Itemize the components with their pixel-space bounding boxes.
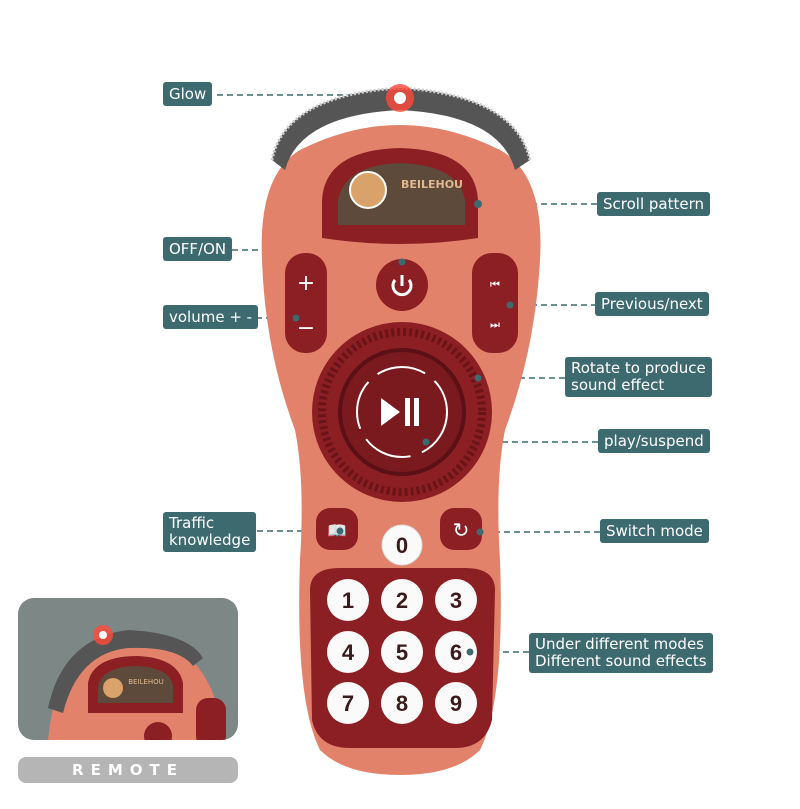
label-switch-mode: Switch mode <box>600 519 709 543</box>
play-pause-icon <box>381 398 419 426</box>
inset-caption: REMOTE CONTROL <box>18 757 238 805</box>
label-modes-line2: Different sound effects <box>535 652 707 670</box>
volume-down-label: − <box>297 316 315 341</box>
key-6[interactable] <box>435 631 477 673</box>
key-2[interactable] <box>381 579 423 621</box>
key-1[interactable] <box>327 579 369 621</box>
label-scroll-pattern: Scroll pattern <box>597 192 711 216</box>
traffic-knowledge-button[interactable] <box>316 508 358 550</box>
key-3[interactable] <box>435 579 477 621</box>
brand-text: BEILEHOU <box>401 178 463 191</box>
power-icon <box>391 275 413 297</box>
label-modes-line1: Under different modes <box>535 635 704 653</box>
label-volume: volume + - <box>163 305 259 329</box>
volume-button[interactable] <box>285 253 327 353</box>
label-play-suspend: play/suspend <box>598 429 710 453</box>
label-glow: Glow <box>163 82 213 106</box>
volume-up-label: + <box>297 271 315 296</box>
prev-next-button[interactable] <box>472 253 518 353</box>
inset-brand: BEILEHOU <box>128 678 164 686</box>
key-5-label: 5 <box>396 640 408 665</box>
key-9[interactable] <box>435 682 477 724</box>
label-rotate-line2: sound effect <box>571 376 665 394</box>
key-0-label: 0 <box>396 533 408 558</box>
key-3-label: 3 <box>450 588 462 613</box>
switch-icon: ↻ <box>453 518 470 542</box>
label-traffic-line2: knowledge <box>169 531 251 549</box>
key-7-label: 7 <box>342 691 354 716</box>
switch-mode-button[interactable] <box>440 508 482 550</box>
label-previous-next: Previous/next <box>595 292 709 316</box>
key-4-label: 4 <box>342 640 355 665</box>
inset-closeup: BEILEHOU <box>18 598 238 740</box>
play-pause-button[interactable] <box>338 348 466 476</box>
key-8[interactable] <box>381 682 423 724</box>
label-rotate-line1: Rotate to produce <box>571 359 706 377</box>
key-5[interactable] <box>381 631 423 673</box>
next-icon: ⏭ <box>490 318 500 331</box>
scroll-bumper <box>272 88 530 170</box>
key-0[interactable] <box>381 524 423 566</box>
key-9-label: 9 <box>450 691 462 716</box>
key-6-label: 6 <box>450 640 462 665</box>
key-4[interactable] <box>327 631 369 673</box>
key-2-label: 2 <box>396 588 408 613</box>
key-7[interactable] <box>327 682 369 724</box>
key-8-label: 8 <box>396 691 408 716</box>
label-traffic-line1: Traffic <box>169 514 215 532</box>
label-off-on: OFF/ON <box>163 237 233 261</box>
key-1-label: 1 <box>342 588 354 613</box>
previous-icon: ⏮ <box>490 278 500 291</box>
